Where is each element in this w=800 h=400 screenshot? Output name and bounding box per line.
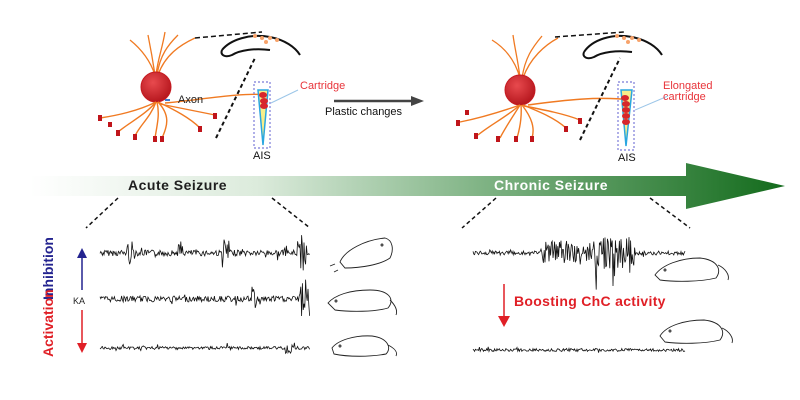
acute-seizure-label: Acute Seizure xyxy=(128,177,228,193)
plastic-changes-arrow xyxy=(334,96,424,106)
left-neuron xyxy=(98,31,301,149)
ka-label: KA xyxy=(73,296,86,306)
boosting-label: Boosting ChC activity xyxy=(514,293,666,309)
expansion-lines xyxy=(85,197,691,229)
plastic-changes-label: Plastic changes xyxy=(325,106,403,118)
activation-trace xyxy=(99,342,310,355)
right-neuron xyxy=(456,31,669,151)
axon-label: Axon xyxy=(178,94,204,106)
boosting-arrow xyxy=(498,284,510,327)
zoom-line-top xyxy=(194,31,263,39)
ka-trace xyxy=(99,279,310,317)
inhibition-trace xyxy=(99,235,310,271)
dendrite-spines xyxy=(98,113,217,142)
cartridge-boutons xyxy=(259,92,268,109)
zoom-line-bottom xyxy=(215,57,256,139)
ais-box xyxy=(253,81,271,149)
activation-arrow xyxy=(77,310,87,353)
cartridge-label: Cartridge xyxy=(300,80,346,92)
mouse-running-icon xyxy=(327,289,398,316)
ais-label-left: AIS xyxy=(253,150,271,162)
chronic-traces xyxy=(472,237,686,353)
chronic-seizure-trace xyxy=(472,237,686,290)
mouse-seizure-icon xyxy=(329,237,393,273)
mouse-resting-icon xyxy=(331,335,397,357)
apical-dendrites xyxy=(129,31,196,76)
hippocampus-cells xyxy=(253,34,279,44)
inhibition-arrow xyxy=(77,248,87,290)
boosted-trace xyxy=(472,346,686,353)
ais-label-right: AIS xyxy=(618,152,636,164)
activation-label: Activation xyxy=(40,289,56,357)
cartridge-pointer xyxy=(270,89,299,104)
acute-traces xyxy=(99,235,310,355)
soma xyxy=(140,71,172,103)
mouse-chronic-icon xyxy=(654,257,729,282)
timeline-arrow xyxy=(30,163,785,209)
chronic-seizure-label: Chronic Seizure xyxy=(494,177,609,193)
elongated-label-line1: Elongated xyxy=(663,80,713,92)
mouse-boosted-icon xyxy=(659,319,733,344)
elongated-label-line2: cartridge xyxy=(663,91,706,103)
